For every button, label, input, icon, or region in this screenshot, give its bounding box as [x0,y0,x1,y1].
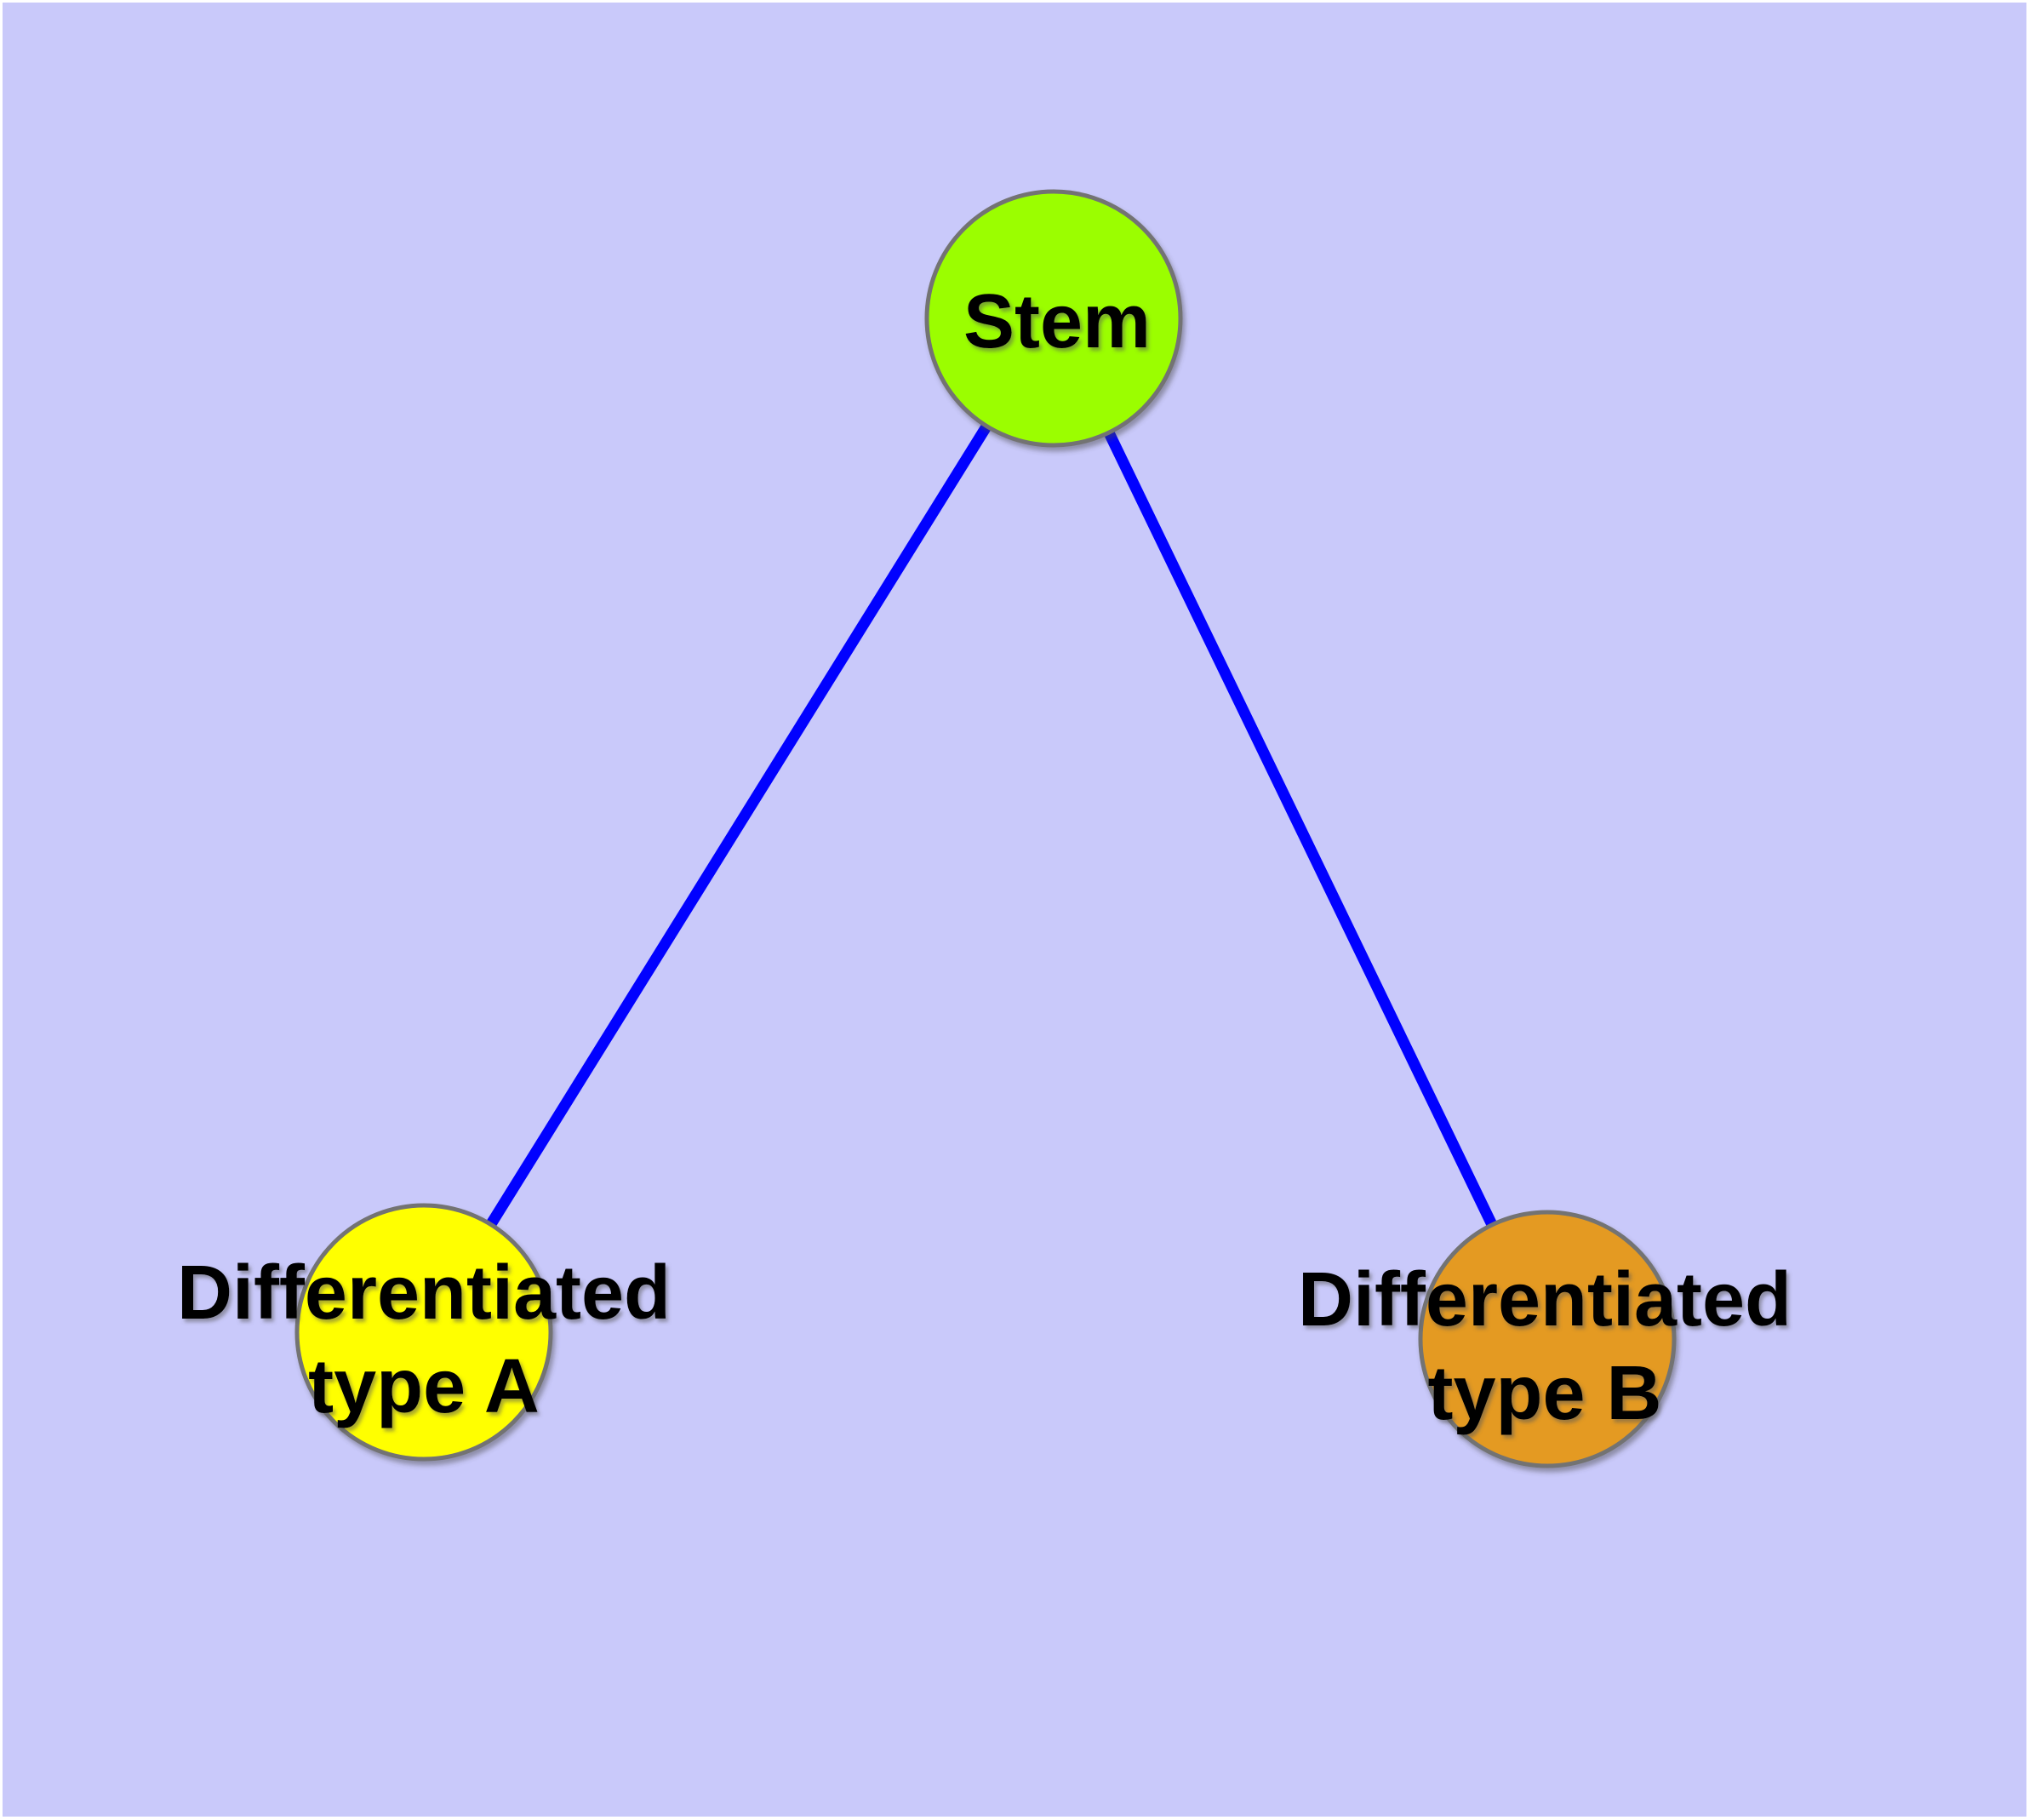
stem-node-label: Stem [963,279,1151,364]
differentiated-type-a-label-line1: Differentiated [177,1251,671,1336]
differentiated-type-b-label-line1: Differentiated [1298,1257,1792,1342]
edge-stem-to-type-b [1049,316,1552,1342]
differentiated-type-b-label-line2: type B [1427,1351,1661,1436]
stem-node [924,189,1183,448]
differentiated-type-a-node [294,1203,553,1462]
differentiated-type-a-label-line2: type A [308,1344,540,1429]
differentiated-type-b-node [1418,1210,1677,1468]
edge-stem-to-type-a [419,315,1059,1336]
